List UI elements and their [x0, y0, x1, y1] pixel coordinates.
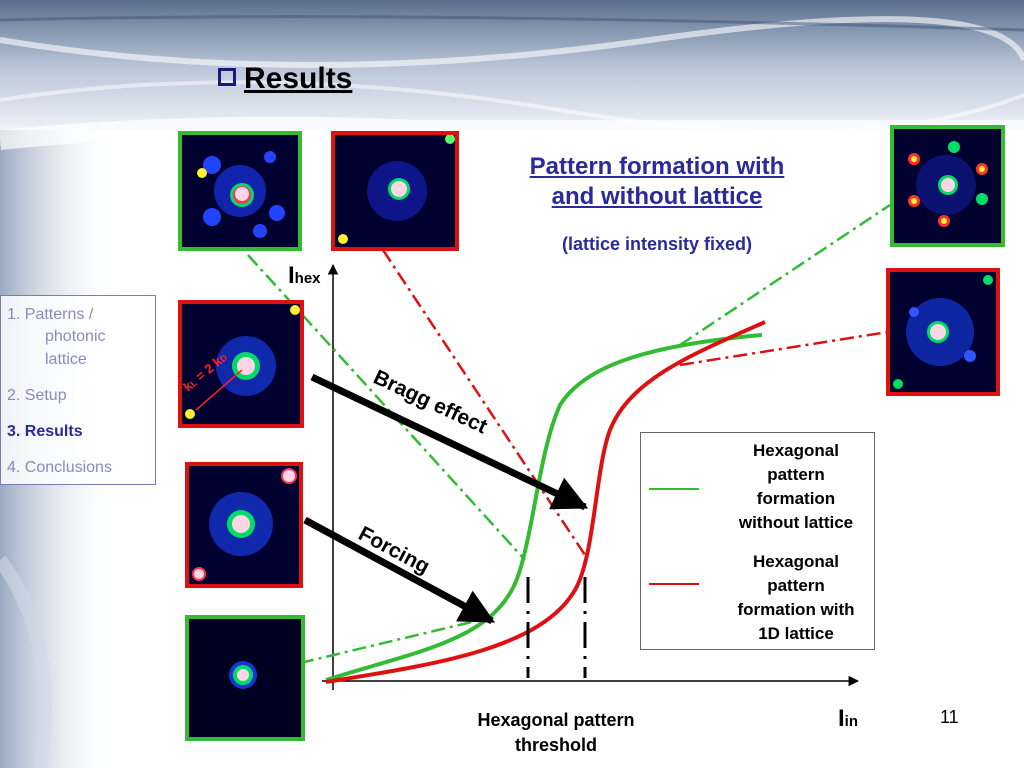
nav-item-conclusions[interactable]: 4. Conclusions: [7, 459, 112, 476]
connector-line: [679, 330, 889, 367]
legend-swatch-red: [649, 583, 699, 585]
slide-title: Results: [218, 62, 352, 96]
figure-heading: Pattern formation with and without latti…: [480, 152, 834, 212]
bragg-label: Bragg effect: [370, 366, 491, 439]
pattern-image: [178, 131, 302, 251]
nav-item-patterns-line2[interactable]: photonic: [45, 328, 106, 345]
legend-red-text: Hexagonal pattern formation with 1D latt…: [737, 552, 855, 643]
forcing-arrow: [303, 516, 496, 625]
threshold-label: Hexagonal pattern threshold: [477, 710, 635, 755]
bragg-arrow: [310, 373, 589, 511]
legend-green-text: Hexagonal pattern formation without latt…: [738, 441, 854, 532]
connector-line: [299, 618, 481, 665]
legend-swatch-green: [649, 488, 699, 490]
nav-item-patterns-line3[interactable]: lattice: [45, 351, 87, 368]
pattern-image: [886, 268, 1000, 396]
pattern-image: [331, 131, 459, 251]
connector-line: [679, 203, 891, 347]
pattern-image: kL = 2 kD: [178, 300, 304, 428]
pattern-image: [890, 125, 1005, 247]
figure-heading-line2: and without lattice: [551, 183, 763, 210]
page-number: 11: [940, 707, 959, 727]
legend: Hexagonal pattern formation without latt…: [640, 432, 875, 650]
nav-item-results[interactable]: 3. Results: [7, 423, 83, 440]
pattern-image: [185, 462, 303, 588]
outline-nav: 1. Patterns / photonic lattice 2. Setup …: [0, 295, 156, 485]
checkbox-bullet-icon: [218, 68, 236, 86]
connector-line: [247, 254, 526, 561]
figure-subtitle: (lattice intensity fixed): [561, 234, 753, 254]
figure-heading-line1: Pattern formation with: [529, 153, 785, 180]
pattern-image: [185, 615, 305, 741]
x-axis-label: Iin: [838, 705, 859, 732]
nav-item-setup[interactable]: 2. Setup: [7, 387, 67, 404]
nav-item-patterns[interactable]: 1. Patterns /: [7, 306, 94, 323]
y-axis-label: Ihex: [288, 262, 321, 289]
curve-with-lattice: [325, 320, 766, 684]
